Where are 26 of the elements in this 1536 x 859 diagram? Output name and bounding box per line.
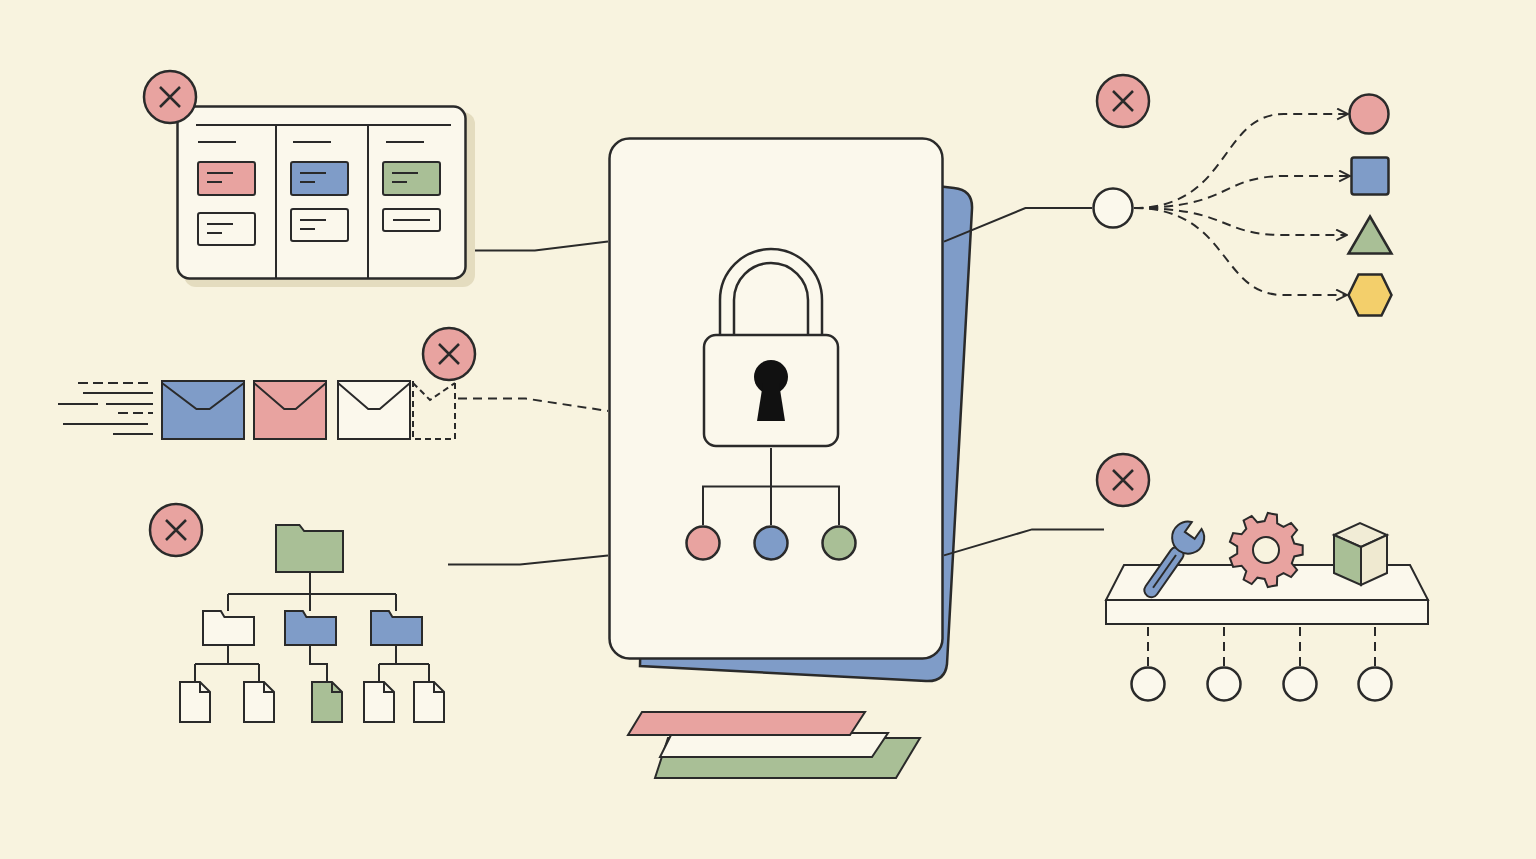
dashed-connector-line xyxy=(1299,626,1301,667)
output-triangle xyxy=(1348,216,1392,254)
padlock-icon xyxy=(704,249,838,446)
port-circle xyxy=(1207,667,1241,701)
port-circle xyxy=(1283,667,1317,701)
port-circle xyxy=(1131,667,1165,701)
connector-line xyxy=(447,554,609,566)
kanban-board-drawing xyxy=(177,106,475,287)
envelope-row-drawing xyxy=(58,381,455,439)
dashed-connector-line xyxy=(1374,626,1376,667)
connector-line xyxy=(943,528,1105,557)
output-hexagon xyxy=(1348,274,1392,316)
tool-shelf-drawing xyxy=(1106,513,1428,624)
connector-line xyxy=(770,447,840,526)
folder-tree-drawing xyxy=(180,525,444,722)
connector-line xyxy=(474,240,609,252)
dashed-connector-line xyxy=(1147,626,1149,667)
connector-line xyxy=(943,207,1093,243)
port-circle xyxy=(1358,667,1392,701)
dashed-connector-line xyxy=(457,397,609,412)
output-circle xyxy=(1349,94,1389,134)
document-card xyxy=(609,138,943,659)
dashed-connector-line xyxy=(1223,626,1225,667)
dashed-arrow xyxy=(1133,207,1348,302)
hub-circle xyxy=(1093,188,1133,228)
output-square xyxy=(1351,157,1389,195)
